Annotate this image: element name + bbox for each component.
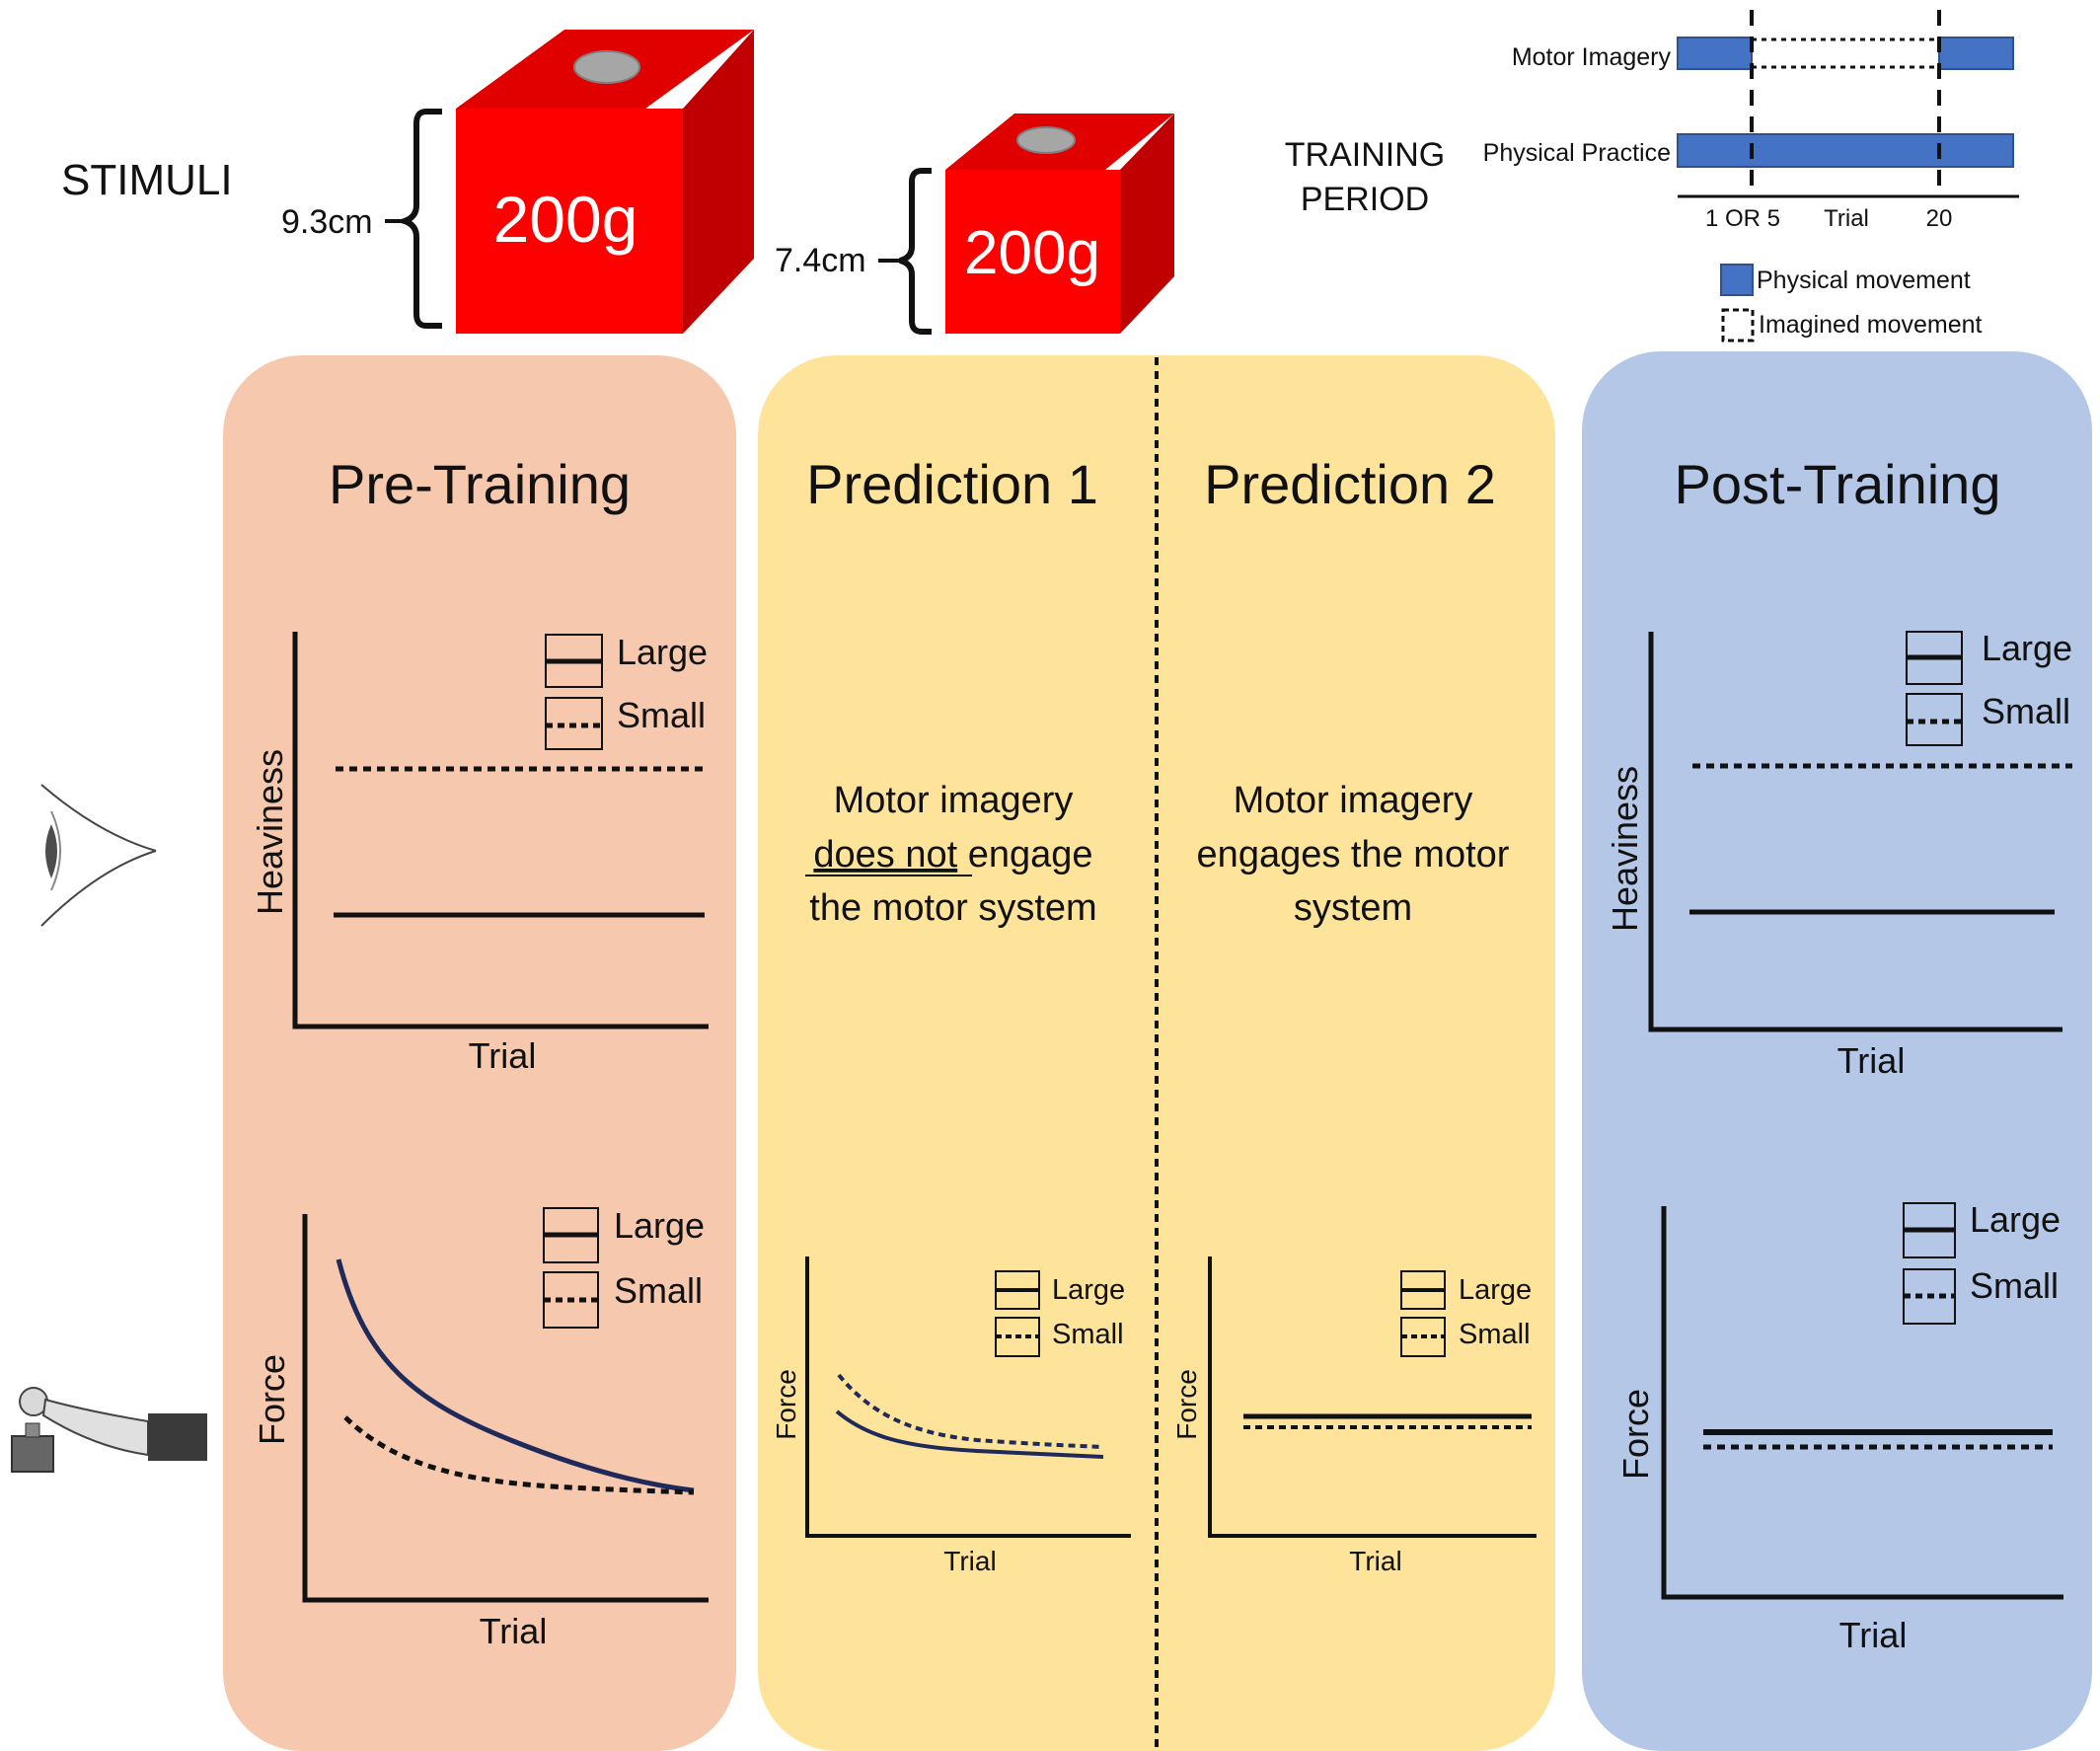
pre-force-x-label: Trial [480,1611,548,1651]
prediction2-force-x-label: Trial [1349,1546,1401,1576]
pre-force-y-label: Force [252,1354,292,1445]
training-row-physical-practice-label: Physical Practice [1483,139,1671,167]
large-cube-brace [395,109,442,329]
prediction2-legend-large: Large [1459,1274,1532,1306]
post-force-x-label: Trial [1839,1615,1908,1655]
prediction1-line1: Motor imagery [834,780,1074,821]
large-cube-front [456,109,683,334]
post-heaviness-axes [1648,632,2062,1032]
prediction2-force-y-label: Force [1171,1369,1202,1440]
panel-post-training [1582,351,2092,1751]
prediction1-statement: Motor imagery does not engage the motor … [805,780,1097,929]
legend-physical-swatch [1720,264,1754,296]
prediction1-force-axes [805,1256,1131,1538]
prediction1-legend-large: Large [1052,1274,1125,1306]
small-cube-weight: 200g [964,219,1100,287]
prediction2-force-axes [1208,1256,1537,1538]
pre-force-legend-large: Large [614,1205,705,1246]
pre-heaviness-x-label: Trial [469,1035,537,1076]
prediction1-force-graph: Force Trial Large Small [771,1256,1131,1576]
large-cube-side [683,30,754,334]
legend-imagined-label: Imagined movement [1759,311,1983,339]
stimuli-label: STIMULI [61,156,233,204]
pre-heaviness-y-label: Heaviness [250,749,290,915]
large-cube-size: 9.3cm [281,203,373,241]
training-row-motor-imagery-label: Motor Imagery [1512,43,1672,71]
large-cube-weight: 200g [493,183,638,256]
small-cube-top-hole [1016,126,1076,154]
legend-imagined-swatch [1721,308,1755,343]
pre-heaviness-legend-large: Large [617,632,708,672]
prediction2-line3: system [1294,887,1412,929]
pre-force-graph: Force Trial Large Small [252,1205,709,1651]
small-cube-front [945,170,1120,334]
large-cube: 200g [456,30,754,334]
small-cube-size: 7.4cm [775,242,866,279]
prediction2-statement: Motor imagery engages the motor system [1197,780,1510,929]
post-force-legend-large: Large [1970,1199,2061,1240]
post-training-title: Post-Training [1675,453,2001,515]
post-force-legend-small: Small [1970,1265,2059,1306]
post-heaviness-graph: Heaviness Trial Large Small [1605,628,2072,1081]
small-cube-side [1120,114,1174,334]
pre-heaviness-axes [292,632,709,1029]
pre-heaviness-legend-small: Small [617,695,706,735]
large-cube-top-hole [573,50,640,84]
pre-force-legend-small: Small [614,1270,703,1311]
prediction1-force-y-label: Force [771,1369,801,1440]
panel-pre-training [223,355,736,1751]
post-force-graph: Force Trial Large Small [1615,1199,2063,1655]
post-heaviness-legend-large: Large [1982,628,2072,668]
small-cube: 200g [945,114,1174,334]
post-heaviness-x-label: Trial [1838,1040,1906,1081]
post-force-y-label: Force [1615,1389,1656,1480]
prediction1-line3: the motor system [809,887,1096,929]
training-tick-start: 1 OR 5 [1705,205,1780,232]
post-force-axes [1661,1206,2063,1600]
prediction1-legend-small: Small [1052,1319,1124,1350]
prediction1-title: Prediction 1 [806,453,1098,515]
prediction2-force-graph: Force Trial Large Small [1171,1256,1537,1576]
pre-force-large-curve [336,1258,695,1493]
prediction1-force-large-curve [835,1409,1104,1459]
physical-practice-bar [1677,133,2014,168]
training-title-line1: TRAINING [1285,136,1445,174]
prediction1-line2: does not engage [813,834,1092,876]
prediction1-force-small-curve [837,1373,1102,1449]
small-cube-brace [899,168,932,335]
prediction2-legend-small: Small [1459,1319,1531,1350]
training-axis-label: Trial [1824,205,1869,232]
prediction1-force-x-label: Trial [943,1546,996,1576]
post-heaviness-legend-small: Small [1982,691,2070,731]
training-title-line2: PERIOD [1301,181,1429,218]
motor-imagery-timeline [1677,37,2014,70]
legend-physical-label: Physical movement [1757,266,1971,294]
motor-imagery-physical-end-bar [1938,37,2014,70]
prediction1-line2-rest: engage [957,834,1092,876]
pre-heaviness-graph: Heaviness Trial Large Small [250,632,709,1076]
prediction2-line2: engages the motor [1197,834,1510,876]
post-heaviness-y-label: Heaviness [1605,766,1645,932]
training-tick-end: 20 [1926,205,1953,232]
pre-force-axes [302,1214,709,1603]
eye-icon [40,784,157,927]
prediction2-title: Prediction 2 [1204,453,1496,515]
prediction2-line1: Motor imagery [1234,780,1473,821]
prediction1-emphasis: does not [813,834,957,876]
motor-imagery-physical-start-bar [1677,37,1753,70]
pre-training-title: Pre-Training [329,453,631,515]
lifting-hand-icon [11,1387,207,1473]
